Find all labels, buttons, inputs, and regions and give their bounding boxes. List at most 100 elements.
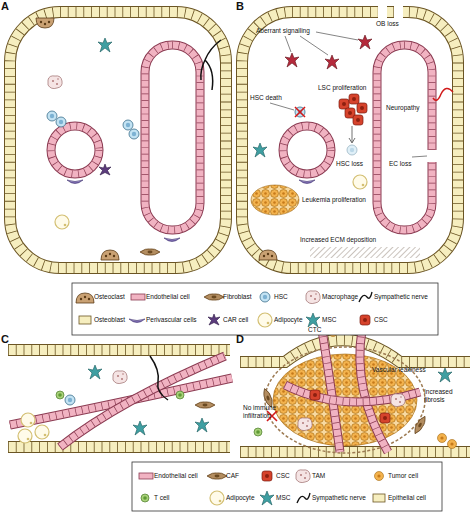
legend-icon [260, 491, 274, 505]
legend-text: CAF [226, 472, 239, 480]
annotation: Leukemia proliferation [302, 196, 366, 204]
vessel-wall [322, 330, 340, 452]
msc [253, 143, 267, 157]
vessel-wall [377, 45, 432, 230]
legend-icon [141, 494, 149, 502]
car-cell [99, 164, 111, 175]
cross-mark [295, 107, 305, 117]
panel-letter: A [1, 0, 9, 12]
aberrant-stromal-cell [358, 35, 372, 49]
vessel-wall [145, 45, 200, 230]
endothelium [51, 126, 99, 174]
endothelium [283, 126, 331, 174]
leukemia-cluster [251, 185, 299, 215]
endothelium [322, 330, 340, 452]
legend-text: MSC [322, 316, 336, 324]
legend-text: Endothelial cell [154, 472, 198, 480]
hsc [56, 117, 66, 127]
legend-text: TAM [312, 472, 325, 480]
legend-icon [297, 493, 310, 503]
legend-text: Sympathetic nerve [374, 293, 428, 301]
damaged-nerve [433, 88, 453, 100]
legend-text: Adipocyte [226, 494, 255, 502]
panel-letter: D [236, 333, 244, 345]
osteoclast [36, 18, 54, 28]
annotation: Aberrant signalling [256, 27, 310, 35]
macrophage [48, 76, 62, 89]
endothelial-borders [145, 45, 200, 230]
fibroblast [140, 249, 160, 255]
endothelial-borders [283, 126, 331, 174]
endothelium [145, 45, 200, 230]
legend-icon [208, 314, 220, 325]
annotation: CTC [308, 326, 321, 334]
csc [380, 413, 390, 423]
legend-icon [260, 292, 270, 302]
osteoblast-borders [10, 12, 226, 268]
legend-text: MSC [276, 494, 290, 502]
osteoclast [101, 250, 119, 260]
legend-text: CSC [276, 472, 290, 480]
vessel-wall [283, 126, 331, 174]
legend-text: Tumor cell [388, 472, 418, 480]
legend-text: Epithelial cell [388, 494, 426, 502]
legend-text: Osteoblast [94, 316, 125, 324]
panel-b-structure [242, 12, 458, 268]
legend-text: Osteoclast [94, 293, 125, 301]
legend-icon [262, 471, 272, 481]
legend-text: Adipocyte [274, 316, 303, 324]
legend-text: Macrophage [322, 293, 358, 301]
csc [339, 99, 349, 109]
osteoblast-borders [242, 12, 458, 268]
tumor-cell [438, 434, 447, 443]
legend-text: CAR cell [223, 316, 248, 324]
legend-text: Endothelial cell [146, 293, 190, 301]
vessel-wall [60, 356, 225, 447]
perivascular-cell [67, 180, 83, 184]
legend-text: Fibroblast [223, 293, 252, 301]
legend-icon [139, 473, 153, 479]
tumor-cell [448, 440, 457, 449]
annotation: Neuropathy [386, 104, 420, 112]
osteoblast-layer [10, 12, 226, 268]
aberrant-stromal-cell [285, 53, 299, 67]
legend-icon [204, 294, 224, 300]
epithelial-lining [8, 441, 230, 453]
t-cell [56, 391, 64, 399]
annotation: Vascular leakiness [372, 366, 426, 374]
stem-cell [65, 395, 75, 405]
legend-icon [79, 316, 91, 324]
arrow [349, 126, 355, 143]
legend-text: Perivascular cells [146, 316, 197, 324]
legend-text: T cell [154, 494, 169, 502]
endothelial-borders [60, 356, 225, 447]
legend-box [132, 462, 442, 511]
epithelial-borders [8, 442, 230, 452]
legend-icon [76, 293, 94, 303]
legend-text: Sympathetic nerve [312, 494, 366, 502]
hsc [129, 129, 139, 139]
endothelial-borders [377, 45, 432, 230]
t-cell [176, 391, 184, 399]
perivascular-cell [164, 238, 180, 242]
legend-text: CSC [374, 316, 388, 324]
legend-icon [375, 472, 384, 481]
epithelial-layer [8, 345, 230, 355]
legend-icon [360, 315, 370, 325]
caf [412, 415, 428, 436]
endothelium [60, 356, 225, 447]
bone-lining [10, 12, 226, 268]
ecm-deposition [310, 247, 420, 258]
annotation: EC loss [389, 160, 411, 168]
caf [195, 402, 215, 408]
legend-text: HSC [274, 293, 288, 301]
annotation: Increased ECM deposition [300, 236, 376, 244]
msc [98, 38, 112, 52]
msc [195, 418, 209, 432]
adipocyte [55, 215, 69, 229]
hsc [123, 120, 133, 130]
legend-icon [296, 470, 310, 483]
legend-icon [258, 313, 272, 327]
